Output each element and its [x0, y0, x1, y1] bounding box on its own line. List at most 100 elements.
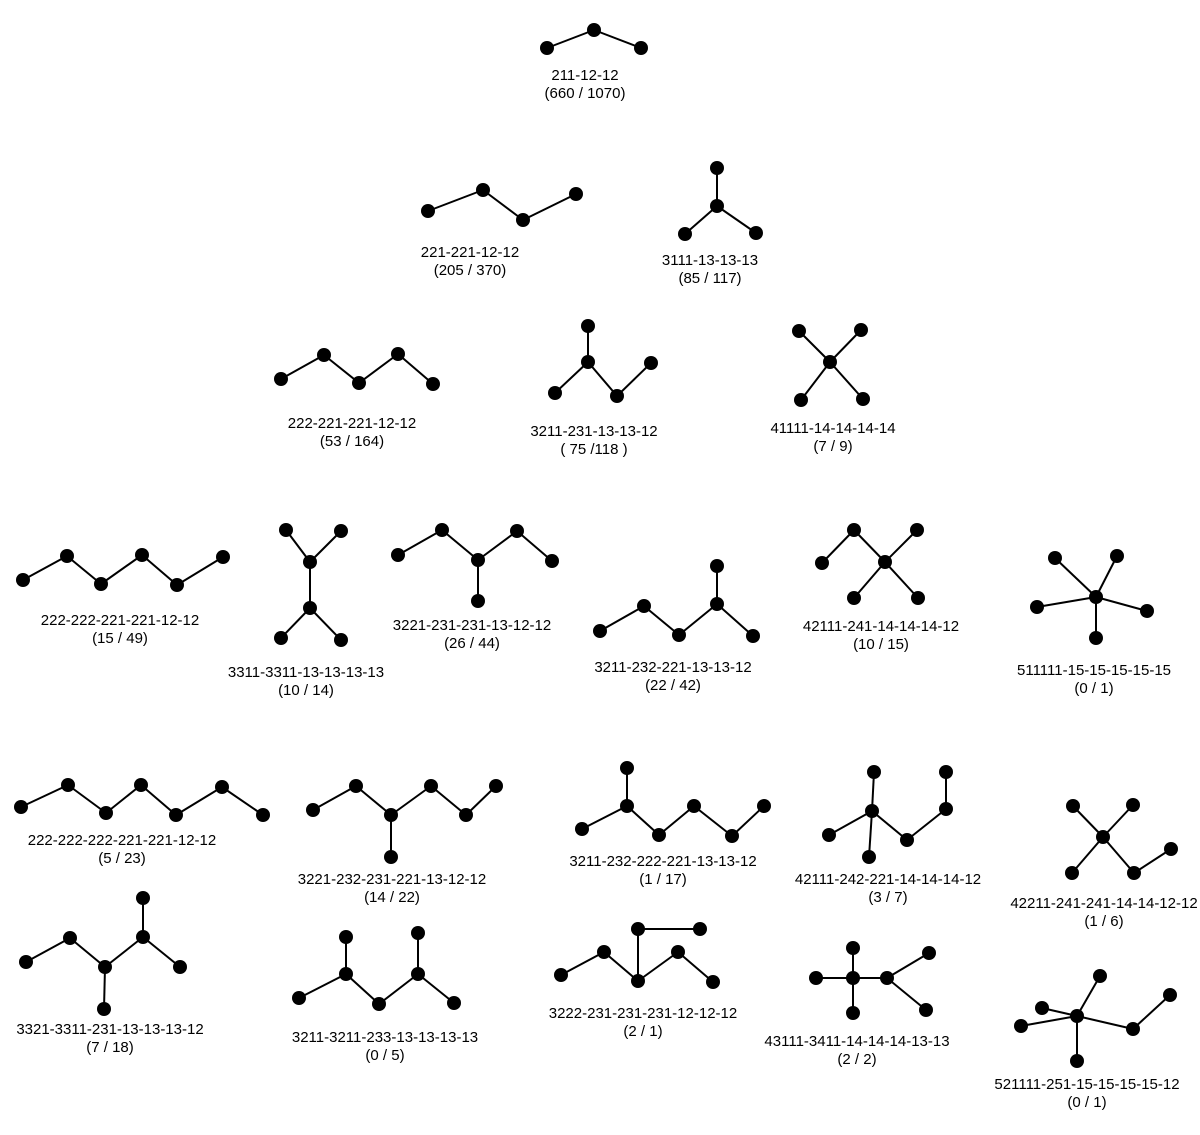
- tree-code-label: 521111-251-15-15-15-15-12: [994, 1076, 1179, 1093]
- tree-node: [1140, 604, 1154, 618]
- tree-count-label: ( 75 /118 ): [560, 441, 627, 458]
- tree-code-label: 3321-3311-231-13-13-13-12: [16, 1021, 203, 1038]
- tree-edge: [886, 977, 927, 1011]
- tree-node: [424, 779, 438, 793]
- tree-count-label: (1 / 6): [1084, 913, 1123, 930]
- tree-t11: 42111-241-14-14-14-12(10 / 15): [803, 523, 959, 653]
- tree-edge: [1095, 555, 1118, 598]
- tree-edge: [427, 189, 484, 212]
- tree-count-label: (5 / 23): [98, 850, 146, 867]
- tree-node: [19, 955, 33, 969]
- tree-t19: 3211-3211-233-13-13-13-13(0 / 5): [292, 926, 478, 1064]
- tree-node: [216, 550, 230, 564]
- tree-node: [421, 204, 435, 218]
- tree-count-label: (660 / 1070): [545, 85, 626, 102]
- tree-edge: [1095, 596, 1148, 612]
- tree-code-label: 42211-241-241-14-14-12-12: [1010, 895, 1197, 912]
- tree-node: [60, 549, 74, 563]
- tree-edge: [345, 973, 380, 1005]
- tree-node: [880, 971, 894, 985]
- tree-node: [426, 377, 440, 391]
- tree-node: [97, 1002, 111, 1016]
- tree-node: [1126, 798, 1140, 812]
- tree-node: [1127, 866, 1141, 880]
- tree-edge: [100, 554, 143, 585]
- tree-node: [847, 591, 861, 605]
- tree-code-label: 3222-231-231-231-12-12-12: [549, 1005, 737, 1022]
- tree-t17: 42211-241-241-14-14-12-12(1 / 6): [1010, 798, 1198, 930]
- tree-node: [710, 559, 724, 573]
- tree-edge: [66, 555, 102, 585]
- tree-edge: [141, 554, 178, 586]
- tree-code-label: 3111-13-13-13: [662, 252, 758, 269]
- tree-code-label: 3211-232-222-221-13-13-12: [569, 853, 756, 870]
- tree-t7: 222-222-221-221-12-12(15 / 49): [16, 548, 230, 647]
- tree-node: [94, 577, 108, 591]
- tree-node: [710, 161, 724, 175]
- tree-edge: [1036, 596, 1097, 608]
- tree-edge: [441, 529, 479, 561]
- tree-node: [349, 779, 363, 793]
- tree-node: [1163, 988, 1177, 1002]
- tree-edge: [397, 529, 443, 556]
- tree-node: [1070, 1009, 1084, 1023]
- tree-node: [620, 761, 634, 775]
- tree-node: [865, 804, 879, 818]
- tree-t22: 521111-251-15-15-15-15-12(0 / 1): [994, 969, 1180, 1111]
- tree-node: [1089, 590, 1103, 604]
- tree-node: [135, 548, 149, 562]
- tree-edge: [884, 529, 918, 563]
- tree-node: [846, 1006, 860, 1020]
- tree-node: [292, 991, 306, 1005]
- tree-edge: [221, 786, 264, 816]
- tree-edge: [546, 29, 595, 49]
- tree-code-label: 511111-15-15-15-15-15: [1017, 662, 1171, 679]
- tree-edge: [906, 808, 947, 841]
- tree-code-label: 42111-241-14-14-14-12: [803, 618, 959, 635]
- tree-edge: [309, 607, 342, 641]
- tree-edge: [871, 810, 908, 841]
- tree-node: [14, 800, 28, 814]
- tree-node: [545, 554, 559, 568]
- tree-node: [136, 891, 150, 905]
- tree-edge: [1132, 994, 1171, 1030]
- tree-edge: [1054, 557, 1097, 598]
- tree-count-label: (22 / 42): [645, 677, 701, 694]
- tree-node: [809, 971, 823, 985]
- tree-node: [516, 213, 530, 227]
- tree-edge: [103, 966, 106, 1010]
- tree-edge: [312, 785, 357, 811]
- tree-edge: [643, 605, 680, 636]
- tree-node: [16, 573, 30, 587]
- tree-node: [939, 765, 953, 779]
- tree-edge: [853, 529, 886, 563]
- tree-node: [1035, 1001, 1049, 1015]
- tree-node: [274, 631, 288, 645]
- tree-count-label: (85 / 117): [678, 270, 741, 287]
- tree-edge: [22, 555, 68, 581]
- tree-node: [391, 548, 405, 562]
- tree-node: [693, 922, 707, 936]
- tree-code-label: 221-221-12-12: [421, 244, 519, 261]
- tree-edge: [358, 353, 399, 384]
- tree-t5: 3211-231-13-13-12( 75 /118 ): [530, 319, 658, 458]
- tree-edge: [1102, 804, 1134, 838]
- tree-edge: [798, 330, 831, 363]
- tree-t8: 3311-3311-13-13-13-13(10 / 14): [228, 523, 384, 699]
- tree-node: [1110, 549, 1124, 563]
- tree-t13: 222-222-222-221-221-12-12(5 / 23): [14, 778, 270, 867]
- tree-node: [687, 799, 701, 813]
- tree-node: [919, 1003, 933, 1017]
- tree-edge: [390, 785, 432, 816]
- tree-count-label: (10 / 15): [853, 636, 909, 653]
- tree-node: [136, 930, 150, 944]
- tree-edge: [587, 361, 618, 397]
- tree-count-label: (205 / 370): [434, 262, 507, 279]
- tree-edge: [104, 936, 144, 968]
- tree-count-label: (14 / 22): [364, 889, 420, 906]
- tree-node: [587, 23, 601, 37]
- tree-node: [391, 347, 405, 361]
- tree-node: [862, 850, 876, 864]
- tree-code-label: 222-221-221-12-12: [288, 415, 416, 432]
- tree-node: [471, 594, 485, 608]
